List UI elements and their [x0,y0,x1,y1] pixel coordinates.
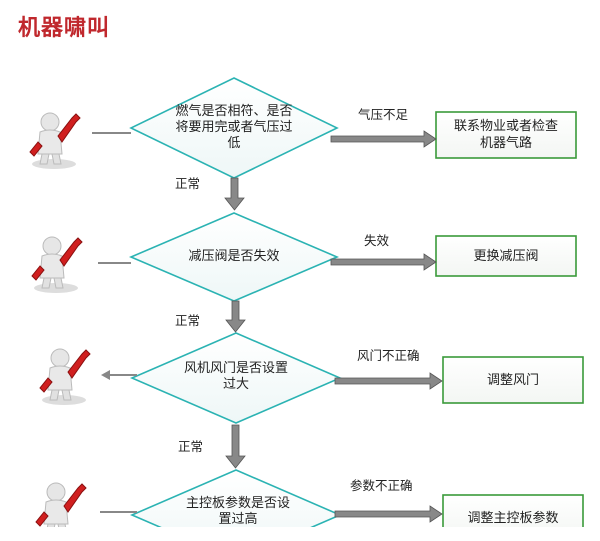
worker-with-wrench-icon [39,348,91,405]
decision-text-2: 减压阀是否失效 [188,249,280,264]
fail-label-2: 失效 [364,233,390,248]
fail-label-1: 气压不足 [358,107,409,122]
arrow-down-1 [224,177,245,211]
arrowhead-left-3 [101,370,110,380]
decision-diamond-4 [129,469,343,527]
arrow-right-1 [330,130,437,148]
action-box-2 [435,235,577,277]
action-box-4 [442,494,584,527]
arrow-right-2 [330,253,437,271]
fail-label-4: 参数不正确 [350,478,413,493]
arrow-down-3 [225,424,246,469]
action-text-2: 更换减压阀 [473,248,539,264]
decision-text-1: 燃气是否相符、是否将要用完或者气压过低 [175,104,293,151]
action-box-3 [442,356,584,404]
pass-label-1: 正常 [175,176,201,191]
decision-diamond-3 [129,332,343,424]
fail-label-3: 风门不正确 [357,348,420,363]
flowchart [29,77,584,527]
pass-label-3: 正常 [178,439,204,454]
worker-with-wrench-icon [31,236,83,293]
arrow-down-2 [225,300,246,333]
worker-with-wrench-icon [29,112,81,169]
pass-label-2: 正常 [175,313,201,328]
arrow-right-4 [334,505,443,523]
action-text-3: 调整风门 [486,372,539,388]
arrow-right-3 [334,372,443,390]
decision-text-4: 主控板参数是否设置过高 [185,496,290,527]
action-text-4: 调整主控板参数 [467,510,559,526]
decision-text-3: 风机风门是否设置过大 [183,361,288,392]
worker-with-wrench-icon [35,482,87,527]
page-title: 机器啸叫 [18,15,111,41]
action-text-1: 联系物业或者检查机器气路 [453,119,558,151]
action-box-1 [435,111,577,159]
